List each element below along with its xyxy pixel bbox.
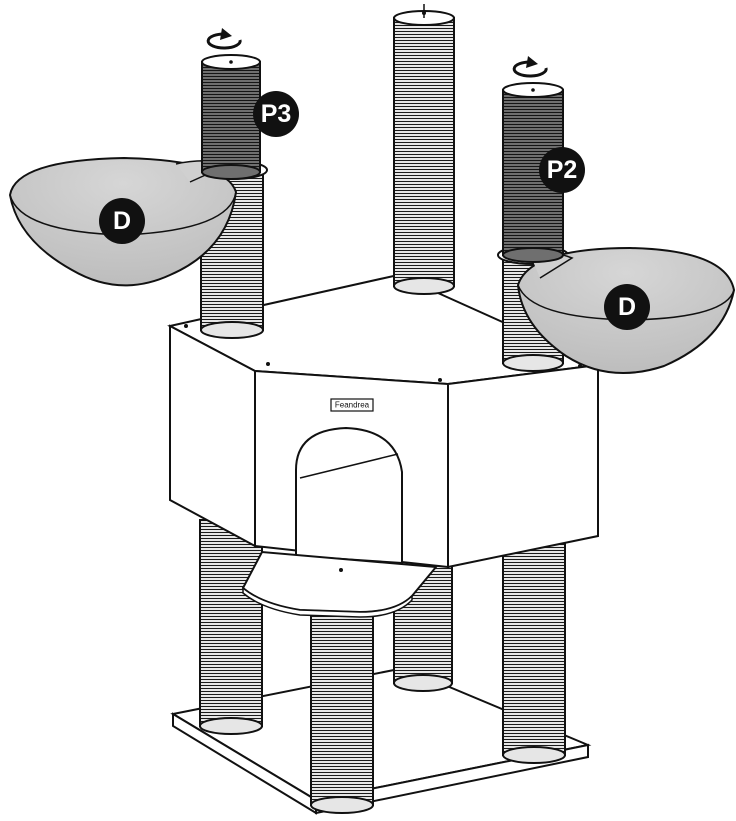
post-p3 [201,54,261,180]
lower-post-right [502,534,566,764]
center-tall-post [393,4,455,295]
label-d-right: D [618,293,636,321]
brand-label: Feandrea [335,401,370,410]
label-badge-d-right: D [604,284,650,330]
label-d-left: D [113,207,131,235]
brand-plate: Feandrea [330,398,374,412]
label-p2: P2 [547,156,578,184]
label-badge-p2: P2 [539,147,585,193]
label-badge-p3: P3 [253,91,299,137]
label-badge-d-left: D [99,198,145,244]
condo-box [167,273,602,569]
lower-post-front [310,599,374,814]
rotate-clockwise-icon [512,56,548,78]
step-platform [241,550,438,618]
rotate-clockwise-icon [206,28,242,50]
label-p3: P3 [261,100,292,128]
lower-post-left [199,519,263,735]
